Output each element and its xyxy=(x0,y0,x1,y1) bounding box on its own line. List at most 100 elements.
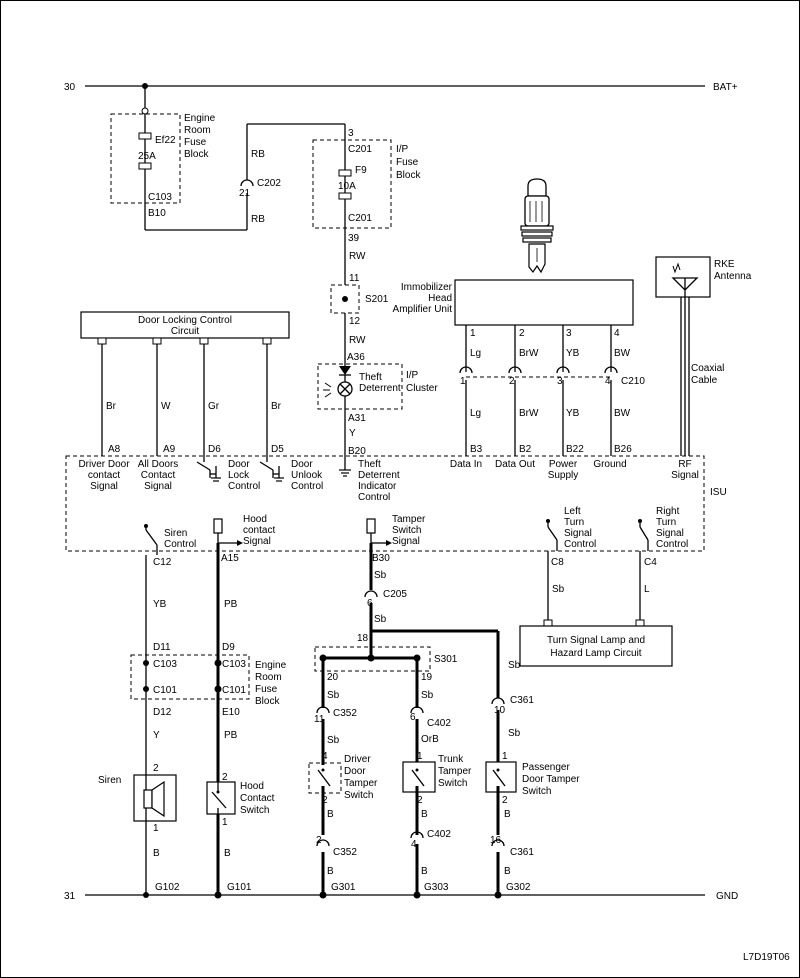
hood-branch: PB D9 C103 C101 E10 PB 2 1 Hood Contact … xyxy=(206,543,275,899)
siren-pin-d: D11 xyxy=(153,642,171,653)
coax-line1: Coaxial xyxy=(691,363,724,374)
isu-pin-b30: B30 xyxy=(372,553,390,564)
trk-wire-d: B xyxy=(421,866,428,877)
c210-pin4: 4 xyxy=(605,376,611,387)
c202-pin: 21 xyxy=(239,188,251,199)
psg-conn-pin: 10 xyxy=(494,705,506,716)
isu-d6-line2: Lock xyxy=(228,470,250,481)
c210-top-yb: YB xyxy=(566,348,580,359)
ground-g301: G301 xyxy=(331,882,356,893)
psg-wire-c: B xyxy=(504,809,511,820)
hood-wire1: PB xyxy=(224,599,238,610)
isu-hood-line3: Signal xyxy=(243,536,271,547)
hood-line3: Switch xyxy=(240,805,269,816)
bat-plus-label: BAT+ xyxy=(713,82,738,93)
trk-wire-c: B xyxy=(421,809,428,820)
isu-pin-c8: C8 xyxy=(551,557,564,568)
turn-wire-right: L xyxy=(644,584,650,595)
isu-a9-line1: All Doors xyxy=(138,459,179,470)
turn-wire-left: Sb xyxy=(552,584,565,595)
isu-tamper-line2: Switch xyxy=(392,525,421,536)
hood-pin-below: E10 xyxy=(222,707,240,718)
cluster-name-line2: Cluster xyxy=(406,383,438,394)
dlc-wire-d6: Gr xyxy=(208,401,220,412)
isu-pin-b26: B26 xyxy=(614,444,632,455)
tamper-wire2: Sb xyxy=(374,614,387,625)
siren-pin-top: 2 xyxy=(153,763,159,774)
ip-block-line1: I/P xyxy=(396,144,409,155)
s201-name: S201 xyxy=(365,294,389,305)
cluster-isu-pin: B20 xyxy=(348,446,366,457)
trk-wire-a: Sb xyxy=(421,690,434,701)
c210-pin1: 1 xyxy=(460,376,466,387)
isu-siren-line2: Control xyxy=(164,539,196,550)
rke-line1: RKE xyxy=(714,259,735,270)
s301-name: S301 xyxy=(434,654,458,665)
isu-pin-b2: B2 xyxy=(519,444,532,455)
ip-cluster: A36 Theft Deterrent I/P Cluster A31 Y B2… xyxy=(317,352,438,460)
ground-g101: G101 xyxy=(227,882,252,893)
immo-line2: Head xyxy=(428,293,452,304)
s301-out2: 19 xyxy=(421,672,433,683)
isu-right-line4: Control xyxy=(656,539,688,550)
isu-rf-line2: Signal xyxy=(671,470,699,481)
engine-fuse-block-2: Engine Room Fuse Block xyxy=(130,654,287,707)
ef-block-line1: Engine xyxy=(184,113,216,124)
ground-g102: G102 xyxy=(155,882,180,893)
c202-connector: RB 21 C202 RB xyxy=(239,123,346,230)
fb2-line2: Room xyxy=(255,672,282,683)
ef22-conn: C103 xyxy=(148,192,172,203)
isu-tamper-line1: Tamper xyxy=(392,514,426,525)
hood-pin-bot: 1 xyxy=(222,817,228,828)
s201-wire-above: RW xyxy=(349,251,366,262)
psg-line1: Passenger xyxy=(522,762,570,773)
drv-conn-pin: 11 xyxy=(314,714,325,725)
isu-b3-label: Data In xyxy=(450,459,482,470)
isu-b20-line3: Indicator xyxy=(358,481,397,492)
siren-name: Siren xyxy=(98,775,121,786)
trk-conn-pin: 6 xyxy=(410,712,416,723)
turn-line2: Hazard Lamp Circuit xyxy=(550,648,641,659)
hood-line2: Contact xyxy=(240,793,275,804)
ef22-id: Ef22 xyxy=(155,135,176,146)
door-locking-control-circuit: Door Locking Control Circuit Br W Gr Br xyxy=(80,311,290,456)
immo-line3: Amplifier Unit xyxy=(393,304,453,315)
drv-conn2: C352 xyxy=(333,847,357,858)
s201-pin-bottom: 12 xyxy=(349,316,361,327)
dlc-wire-d5: Br xyxy=(271,401,282,412)
isu-right-line2: Turn xyxy=(656,517,676,528)
c210-pin3: 3 xyxy=(557,376,563,387)
drv-line2: Door xyxy=(344,766,366,777)
isu-rf-line1: RF xyxy=(678,459,691,470)
drv-line4: Switch xyxy=(344,790,373,801)
trk-line2: Tamper xyxy=(438,766,472,777)
isu-b20-line1: Theft xyxy=(358,459,381,470)
gnd-label: GND xyxy=(716,891,738,902)
engine-fuse-block-ef22: Ef22 25A C103 B10 Engine Room Fuse Block xyxy=(110,83,247,231)
hood-conn-top: C103 xyxy=(222,659,246,670)
fb2-line4: Block xyxy=(255,696,280,707)
c210-top-bw: BW xyxy=(614,348,631,359)
trk-conn2: C402 xyxy=(427,829,451,840)
f9-conn-bottom: C201 xyxy=(348,213,372,224)
ground-g302: G302 xyxy=(506,882,531,893)
trk-conn: C402 xyxy=(427,718,451,729)
isu-d5-line3: Control xyxy=(291,481,323,492)
cluster-pin-bottom: A31 xyxy=(348,413,366,424)
psg-wire-d: B xyxy=(504,866,511,877)
immo-pin1: 1 xyxy=(470,328,476,339)
isu-module: ISU A8 A9 D6 D5 B3 B2 B22 B26 Driver Doo… xyxy=(65,444,727,568)
tamper-wire1: Sb xyxy=(374,570,387,581)
ef-block-line4: Block xyxy=(184,149,209,160)
drv-wire-d: B xyxy=(327,866,334,877)
immo-pin2: 2 xyxy=(519,328,525,339)
ip-block-line2: Fuse xyxy=(396,157,419,168)
s301-in-pin: 18 xyxy=(357,633,369,644)
isu-a8-line3: Signal xyxy=(90,481,118,492)
ef22-pin: B10 xyxy=(148,208,166,219)
c210-top-lg: Lg xyxy=(470,348,481,359)
isu-d6-line1: Door xyxy=(228,459,250,470)
c210-pin2: 2 xyxy=(509,376,515,387)
isu-siren-line1: Siren xyxy=(164,528,187,539)
